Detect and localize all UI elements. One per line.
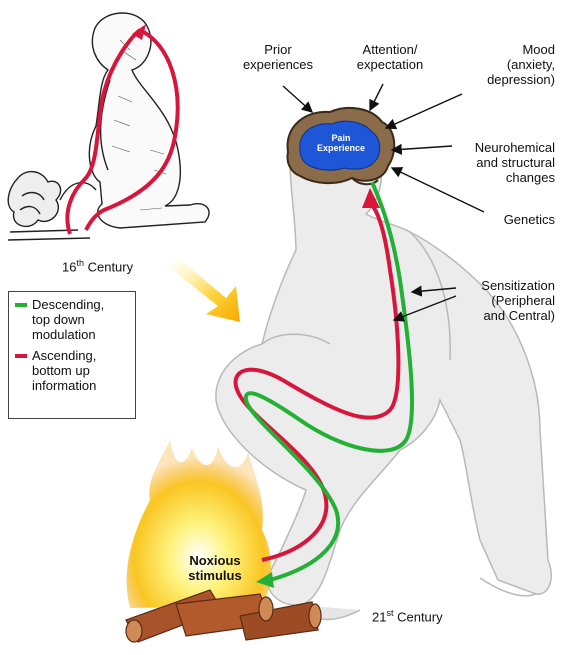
legend-ascending-text: Ascending, bottom up information: [32, 348, 96, 393]
label-genetics: Genetics: [470, 212, 555, 227]
label-mood: Mood (anxiety, depression): [455, 42, 555, 87]
label-prior-experiences: Prior experiences: [232, 42, 324, 72]
label-neurochemical-changes: Neurohemical and structural changes: [440, 140, 555, 185]
brain-label: Pain Experience: [300, 133, 382, 153]
label-sensitization: Sensitization (Peripheral and Central): [455, 278, 555, 323]
legend: Descending, top down modulation Ascendin…: [8, 291, 136, 419]
label-attention-expectation: Attention/ expectation: [340, 42, 440, 72]
legend-item-ascending: Ascending, bottom up information: [15, 348, 131, 393]
ascending-swatch: [15, 354, 27, 358]
legend-item-descending: Descending, top down modulation: [15, 297, 131, 342]
woodcut-figure: [8, 13, 209, 240]
label-21st-century: 21st Century: [372, 608, 443, 624]
transition-arrow: [170, 258, 240, 322]
descending-swatch: [15, 303, 27, 307]
label-noxious-stimulus: Noxious stimulus: [170, 553, 260, 583]
label-16th-century: 16th Century: [62, 258, 133, 274]
legend-descending-text: Descending, top down modulation: [32, 297, 104, 342]
